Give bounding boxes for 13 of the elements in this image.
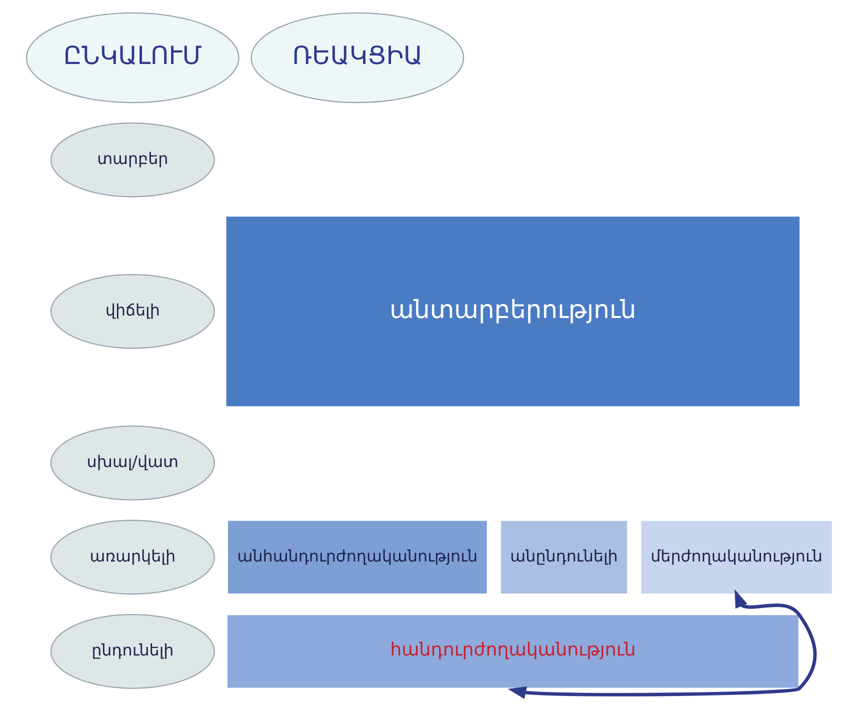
node-box: հանդուրժողականություն bbox=[226, 614, 800, 689]
node-ellipse: ԸՆԿԱԼՈՒՄ bbox=[26, 12, 240, 104]
node-ellipse: ընդունելի bbox=[50, 614, 215, 689]
node-ellipse: սխալ/վատ bbox=[50, 426, 215, 500]
node-box: անհանդուրժողականություն bbox=[226, 520, 488, 595]
node-ellipse: ՌԵԱԿՑԻԱ bbox=[250, 12, 464, 104]
node-box: մերժողականություն bbox=[640, 520, 834, 595]
node-ellipse: առարկելի bbox=[50, 520, 215, 595]
node-ellipse: տարբեր bbox=[50, 122, 215, 198]
node-box: անընդունելի bbox=[500, 520, 628, 595]
node-ellipse: վիճելի bbox=[50, 274, 215, 349]
arrow bbox=[508, 589, 817, 699]
node-box: անտարբերություն bbox=[226, 216, 800, 406]
